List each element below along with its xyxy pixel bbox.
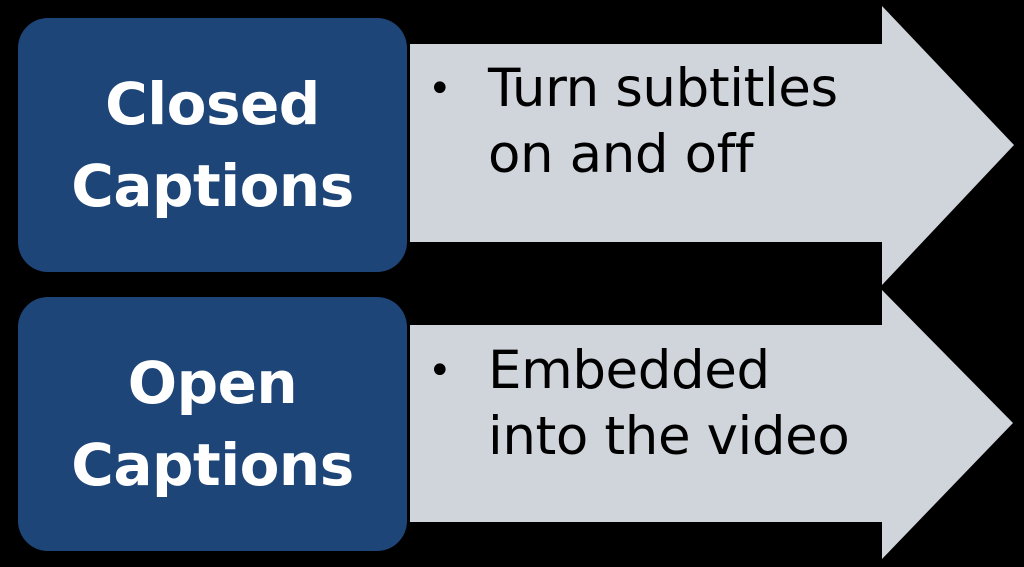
bullet-item-row-1: • Turn subtitles on and off <box>424 56 884 189</box>
arrow-polygon-row-1 <box>410 6 1014 285</box>
bullet-item-row-2: • Embedded into the video <box>424 338 894 471</box>
bullet-text-line-1: Turn subtitles <box>488 58 838 119</box>
bullet-text-line-1: Embedded <box>488 340 770 401</box>
label-box-open-captions[interactable]: Open Captions <box>18 297 407 551</box>
bullet-text-row-2: Embedded into the video <box>488 338 894 471</box>
bullet-text-row-1: Turn subtitles on and off <box>488 56 884 189</box>
arrow-polygon-row-2 <box>410 290 1013 559</box>
bullet-dot-icon: • <box>428 66 452 112</box>
bullet-dot-icon: • <box>428 348 452 394</box>
label-line-1: Closed <box>105 69 320 138</box>
label-line-2: Captions <box>71 152 354 220</box>
arrow-shape-row-2 <box>408 284 1024 567</box>
bullet-text-line-2: into the video <box>488 406 850 468</box>
arrow-shape-row-1 <box>408 0 1024 292</box>
bullet-text-line-2: on and off <box>488 124 754 186</box>
label-box-closed-captions[interactable]: Closed Captions <box>18 18 407 272</box>
label-line-2: Captions <box>71 431 354 499</box>
label-line-1: Open <box>127 348 298 417</box>
